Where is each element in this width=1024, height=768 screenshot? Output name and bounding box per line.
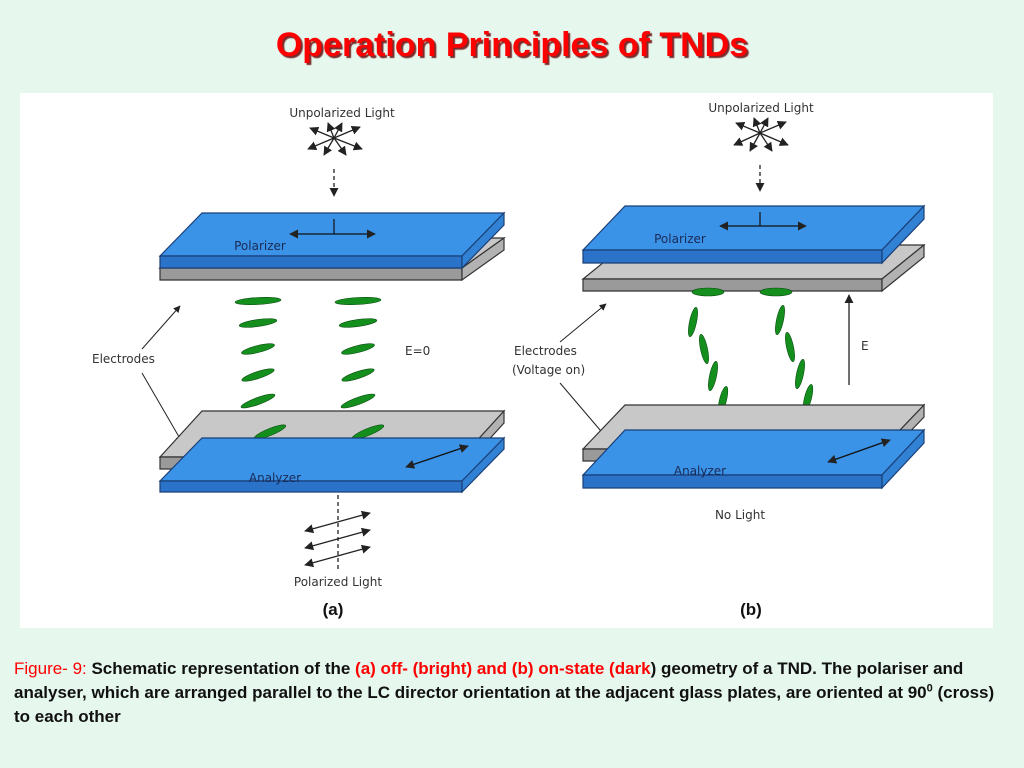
analyzer-plate-b: Analyzer: [581, 428, 926, 490]
polarized-light-arrows-a: [304, 495, 371, 569]
analyzer-axis-arrow-b: [827, 438, 891, 464]
polarized-light-label-a: Polarized Light: [294, 575, 382, 589]
analyzer-label-b: Analyzer: [674, 464, 726, 478]
panel-a: Unpolarized Light Polarizer: [92, 106, 506, 619]
electrodes-label-a: Electrodes: [92, 352, 155, 366]
polarizer-label-b: Polarizer: [654, 232, 706, 246]
polarizer-label-a: Polarizer: [234, 239, 286, 253]
caption-text-1: Schematic representation of the: [86, 659, 356, 678]
caption-text-3: (cross) to each other: [14, 683, 995, 726]
figure-number: Figure- 9:: [14, 659, 87, 678]
electrodes-label-b: Electrodes: [514, 344, 577, 358]
page-title: Operation Principles of TNDs: [275, 26, 749, 64]
unpolarized-light-label-a: Unpolarized Light: [289, 106, 395, 120]
analyzer-label-a: Analyzer: [249, 471, 301, 485]
polarizer-plate-a: Polarizer: [158, 211, 506, 270]
sub-label-b: (b): [740, 600, 762, 619]
tnd-diagram-svg: Unpolarized Light Polarizer: [92, 101, 926, 619]
voltage-on-label-b: (Voltage on): [512, 363, 585, 377]
analyzer-axis-arrow-a: [405, 444, 469, 469]
caption-highlight: (a) off- (bright) and (b) on-state (dark: [355, 659, 651, 678]
analyzer-plate-a: Analyzer: [158, 436, 506, 494]
caption-text-2: ) geometry of a TND. The polariser and a…: [14, 659, 964, 702]
field-label-b: E: [861, 339, 869, 353]
unpolarized-light-label-b: Unpolarized Light: [708, 101, 814, 115]
unpolarized-light-icon-a: [307, 122, 363, 156]
polarizer-plate-b: Polarizer: [581, 204, 926, 265]
tnd-diagram: Unpolarized Light Polarizer: [20, 93, 993, 628]
caption-superscript: 0: [926, 682, 933, 695]
lc-molecules-a: [234, 297, 382, 409]
field-label-a: E=0: [405, 344, 430, 358]
no-light-label-b: No Light: [715, 508, 765, 522]
unpolarized-light-icon-b: [733, 117, 789, 152]
panel-b: Unpolarized Light Polarizer: [512, 101, 926, 619]
sub-label-a: (a): [323, 600, 344, 619]
figure-caption: Figure- 9: Schematic representation of t…: [14, 657, 1004, 729]
